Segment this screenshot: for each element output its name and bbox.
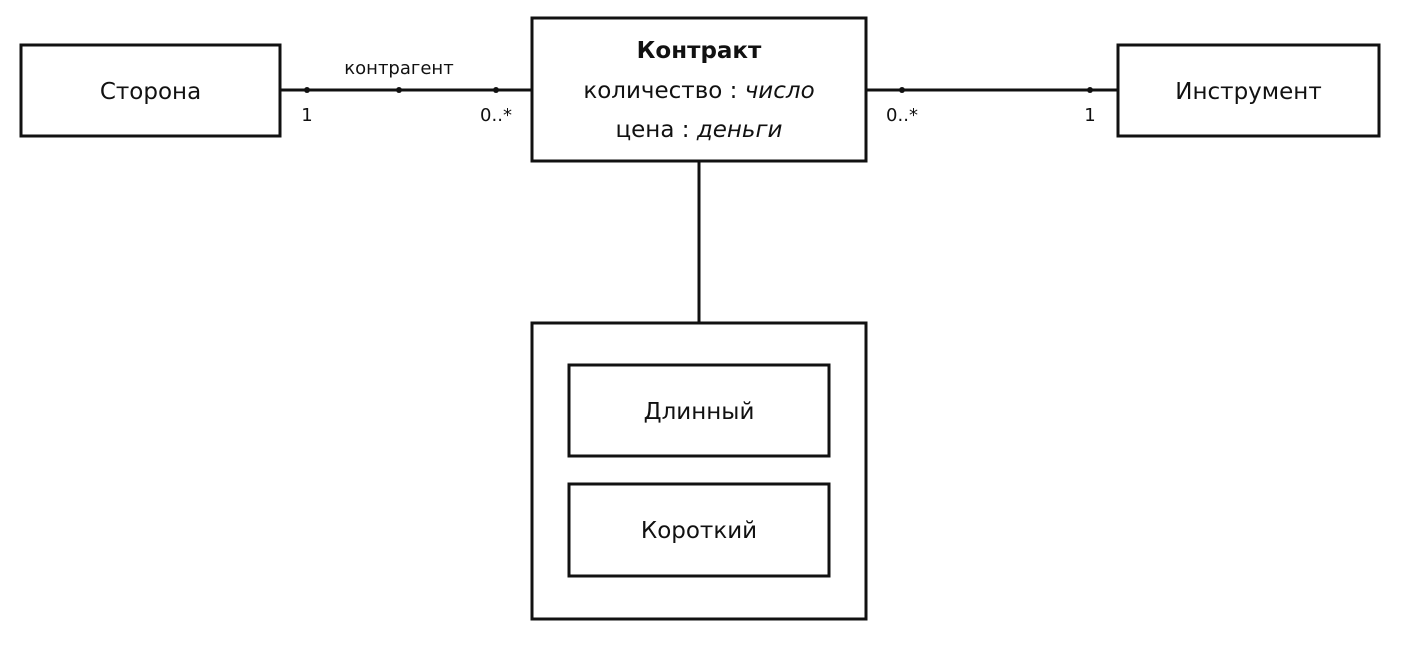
class-contract: Контракт количество : число цена : деньг…: [530, 16, 868, 163]
attribute-price-name: цена: [616, 117, 675, 143]
attribute-quantity-name: количество: [583, 78, 722, 104]
multiplicity-instrument-one: 1: [1084, 105, 1095, 126]
class-party-label: Сторона: [100, 79, 201, 105]
class-instrument-box: [1116, 43, 1381, 138]
subtype-partition: Длинный Короткий: [530, 321, 868, 621]
attribute-price-type: деньги: [696, 117, 783, 143]
association-contract-instrument: 0..* 1: [866, 87, 1118, 126]
association-end-dot-party: [304, 87, 310, 93]
association-end-dot-contract-right: [899, 87, 905, 93]
subtype-long-label: Длинный: [644, 399, 755, 425]
subtype-short-label: Короткий: [641, 518, 757, 544]
multiplicity-contract-many-right: 0..*: [886, 105, 918, 126]
attribute-quantity-type: число: [745, 78, 815, 104]
association-party-contract: контрагент 1 0..*: [280, 58, 532, 126]
attribute-price-separator: :: [674, 117, 696, 143]
attribute-quantity-separator: :: [722, 78, 744, 104]
class-contract-box: [530, 16, 868, 163]
association-role-dot: [396, 87, 402, 93]
class-instrument: Инструмент: [1116, 43, 1381, 138]
class-party: Сторона: [19, 43, 282, 138]
multiplicity-contract-many-left: 0..*: [480, 105, 512, 126]
attribute-price: цена : деньги: [616, 117, 783, 143]
association-end-dot-instrument: [1087, 87, 1093, 93]
attribute-quantity: количество : число: [583, 78, 814, 104]
subtype-short-box: [567, 482, 831, 578]
class-contract-title: Контракт: [637, 38, 762, 64]
multiplicity-party-one: 1: [301, 105, 312, 126]
role-label-counterparty: контрагент: [344, 58, 453, 79]
class-party-box: [19, 43, 282, 138]
subtype-long-box: [567, 363, 831, 458]
subtype-short: Короткий: [567, 482, 831, 578]
subtype-long: Длинный: [567, 363, 831, 458]
class-instrument-label: Инструмент: [1175, 79, 1321, 105]
association-end-dot-contract-left: [493, 87, 499, 93]
